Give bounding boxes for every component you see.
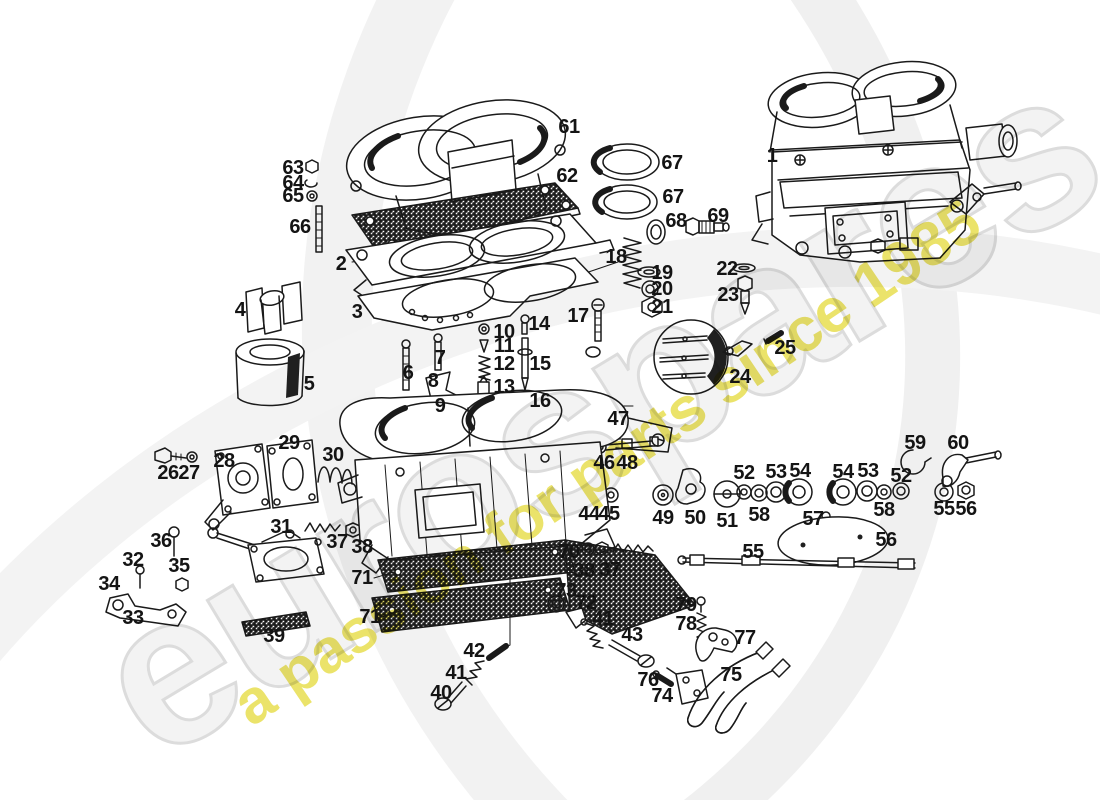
- main-body-assembly: [337, 389, 696, 635]
- parts-49-58-bearing-row: [652, 468, 975, 508]
- parts-18-21-needle-valve-set: [622, 237, 663, 318]
- part-4-clamp: [245, 281, 303, 335]
- parts-31-36-pump-linkage: [105, 526, 325, 627]
- part-61-air-horn: [345, 99, 567, 235]
- parts-24-25-cover: [653, 319, 784, 395]
- part-17-screw: [585, 298, 605, 358]
- parts-74-77-brackets-wires: [652, 627, 791, 734]
- parts-72-73-41-43-mixture-screw: [547, 595, 655, 668]
- part-2-cover-plate: [345, 213, 615, 297]
- parts-59-60-lever: [900, 449, 1002, 488]
- parts-55-57-cable-plate: [677, 511, 916, 570]
- parts-63-66-stud-set: [304, 159, 323, 253]
- part-5-bush: [235, 338, 305, 407]
- part-3-gasket: [357, 257, 599, 331]
- parts-40-42-screw-set: [434, 643, 509, 711]
- parts-37-38-spring-nut: [304, 522, 361, 538]
- parts-26-30-diaphragm: [154, 439, 353, 531]
- parts-67-69-rings-fitting: [590, 143, 730, 245]
- part-1-carburettor-assembly: [751, 60, 1022, 263]
- part-39-gasket-strip: [241, 611, 311, 637]
- parts-70-37-38-idle-set: [581, 541, 654, 556]
- parts-22-23-valve: [732, 263, 756, 315]
